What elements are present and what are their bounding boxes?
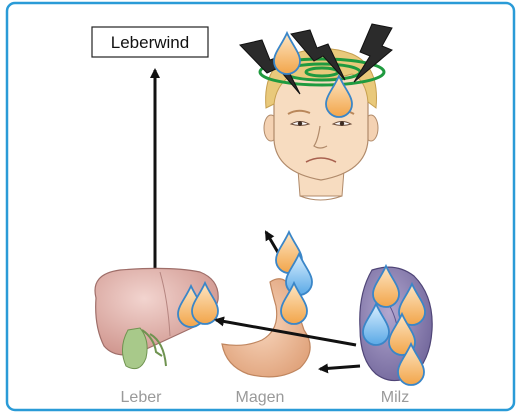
- top-label-box: Leberwind: [92, 27, 208, 57]
- label-liver: Leber: [121, 389, 163, 406]
- label-spleen: Milz: [381, 389, 409, 406]
- label-stomach: Magen: [236, 389, 285, 406]
- top-label: Leberwind: [111, 33, 189, 52]
